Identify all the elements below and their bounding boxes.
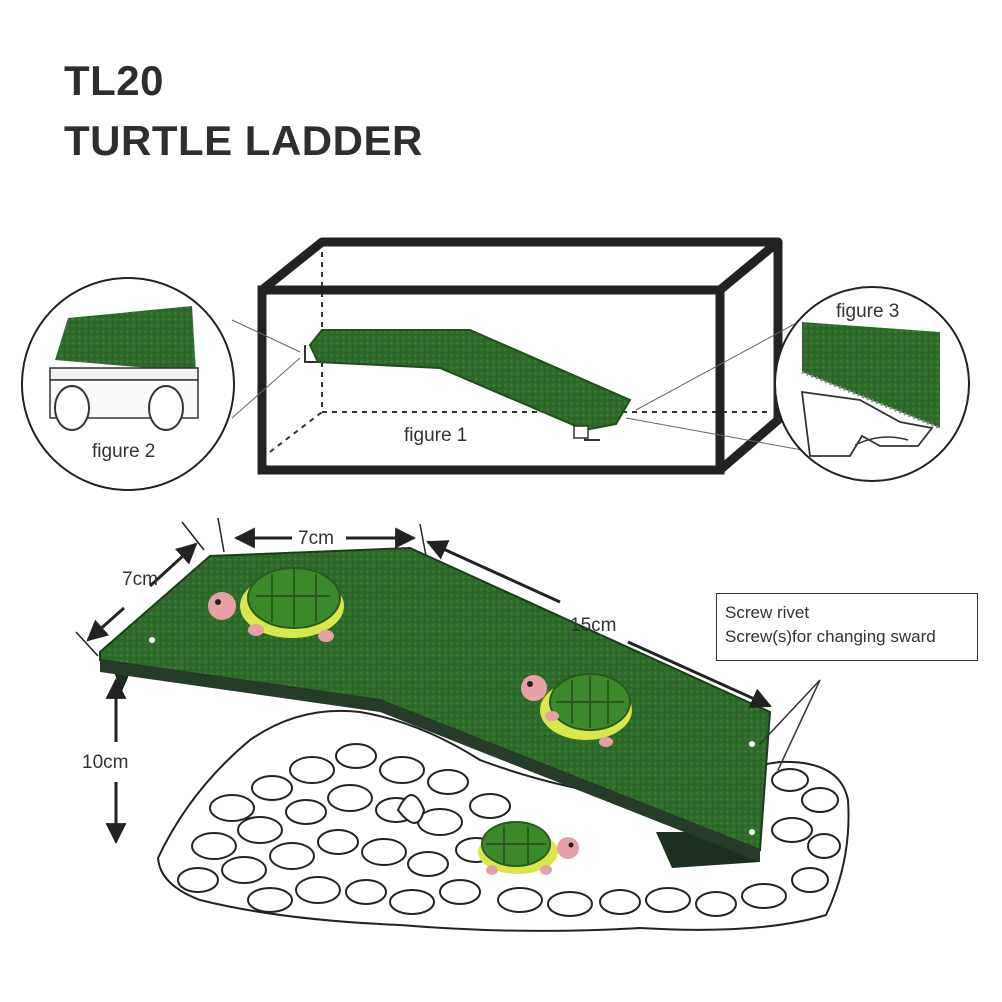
turtle-illustration-2 bbox=[521, 673, 632, 747]
product-code: TL20 bbox=[64, 57, 165, 104]
note-changing-sward: Screw(s)for changing sward bbox=[725, 627, 936, 646]
note-pointer-rivet bbox=[759, 679, 821, 745]
turtle-illustration-1 bbox=[208, 567, 344, 642]
turtle-illustration-3 bbox=[478, 821, 579, 875]
dimension-height: 10cm bbox=[82, 752, 128, 773]
figure-2-detail bbox=[21, 277, 235, 491]
dimension-top-width: 7cm bbox=[298, 528, 334, 549]
ramp-small bbox=[304, 329, 632, 441]
gravel-bed bbox=[156, 709, 850, 932]
note-screw-rivet: Screw rivet bbox=[725, 603, 810, 622]
screw-note-box: Screw rivet Screw(s)for changing sward bbox=[716, 593, 978, 661]
figure-1-label: figure 1 bbox=[404, 425, 467, 446]
dimension-length: 15cm bbox=[570, 615, 616, 636]
figure-2-label: figure 2 bbox=[92, 441, 155, 462]
note-pointer-screw bbox=[777, 679, 821, 771]
figure-3-label: figure 3 bbox=[836, 301, 899, 322]
tank-illustration bbox=[257, 237, 783, 475]
dimension-side-width: 7cm bbox=[122, 569, 158, 590]
dimension-arrows bbox=[75, 517, 772, 845]
product-title: TURTLE LADDER bbox=[64, 117, 423, 164]
figure-3-detail bbox=[774, 286, 970, 482]
